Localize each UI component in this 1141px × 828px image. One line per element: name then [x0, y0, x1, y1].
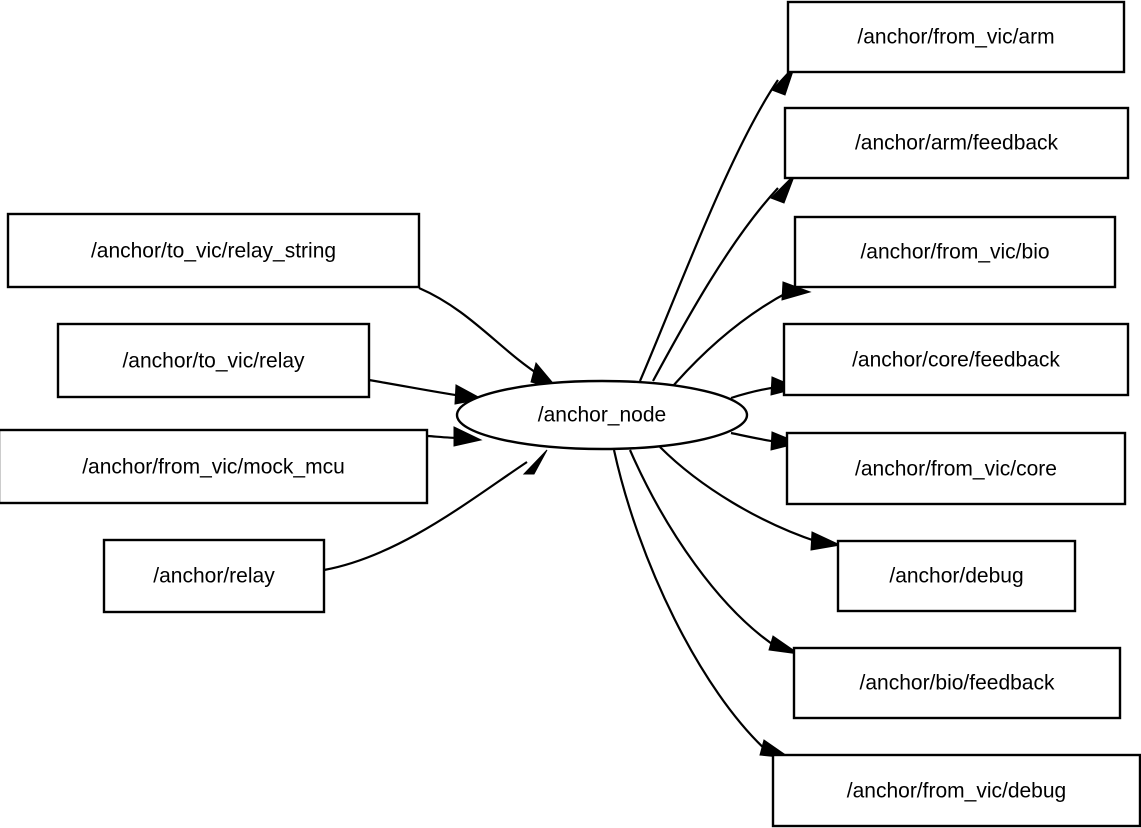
edge-path [652, 187, 779, 382]
node-box-shape [0, 428, 429, 505]
node-label: /anchor/relay [153, 565, 275, 588]
subscriber-node-from-vic-debug[interactable]: /anchor/from_vic/debug [771, 753, 1141, 828]
subscriber-node-core-feedback[interactable]: /anchor/core/feedback [782, 322, 1130, 397]
publisher-node-from-vic-mock-mcu[interactable]: /anchor/from_vic/mock_mcu [0, 428, 429, 505]
arrow-head-icon [770, 431, 801, 451]
edge-path [730, 431, 779, 444]
edge-path [323, 461, 528, 572]
center-node-label: /anchor_node [538, 404, 666, 427]
edge-path [612, 449, 769, 753]
node-box-shape [6, 212, 421, 289]
node-label: /anchor/from_vic/arm [857, 26, 1054, 49]
node-label: /anchor/from_vic/core [855, 458, 1057, 481]
edge-to-vic-relay-string-to-anchor-node [418, 286, 559, 389]
publisher-node-anchor-relay[interactable]: /anchor/relay [102, 538, 326, 614]
node-box-shape [56, 322, 371, 399]
node-box-shape [771, 753, 1141, 828]
node-box-shape [786, 0, 1126, 74]
subscriber-node-anchor-debug[interactable]: /anchor/debug [836, 539, 1077, 613]
node-box-shape [783, 106, 1130, 180]
arrow-head-icon [768, 635, 800, 655]
node-label: /anchor/from_vic/mock_mcu [82, 456, 345, 479]
edge-path [628, 449, 779, 649]
node-box-shape [792, 646, 1122, 720]
edge-anchor-node-to-from-vic-debug [612, 449, 792, 759]
edge-anchor-node-to-bio-feedback [628, 449, 800, 655]
node-box-shape [836, 539, 1077, 613]
node-box-shape [793, 215, 1117, 289]
arrow-head-icon [770, 173, 796, 204]
edge-anchor-node-to-from-vic-core [730, 431, 801, 451]
node-label: /anchor/debug [889, 565, 1023, 588]
node-label: /anchor/to_vic/relay [122, 350, 305, 373]
edge-path [659, 446, 819, 544]
center-node-anchor-node[interactable]: /anchor_node [455, 379, 749, 451]
arrow-head-icon [522, 449, 548, 475]
node-box-shape [782, 322, 1130, 397]
subscriber-node-arm-feedback[interactable]: /anchor/arm/feedback [783, 106, 1130, 180]
edge-anchor-node-to-anchor-debug [659, 446, 842, 551]
node-label: /anchor/from_vic/debug [847, 780, 1066, 803]
edge-from-vic-mock-mcu-to-anchor-node [427, 426, 483, 447]
publisher-node-to-vic-relay[interactable]: /anchor/to_vic/relay [56, 322, 371, 399]
subscriber-node-from-vic-core[interactable]: /anchor/from_vic/core [785, 431, 1127, 506]
subscriber-node-bio-feedback[interactable]: /anchor/bio/feedback [792, 646, 1122, 720]
subscriber-node-from-vic-bio[interactable]: /anchor/from_vic/bio [793, 215, 1117, 289]
node-label: /anchor/to_vic/relay_string [91, 240, 336, 263]
node-label: /anchor/bio/feedback [860, 672, 1055, 695]
edge-anchor-node-to-arm-feedback [652, 173, 796, 382]
edge-path [368, 378, 463, 398]
node-label: /anchor/core/feedback [852, 349, 1060, 372]
edge-path [672, 290, 791, 387]
node-box-shape [785, 431, 1127, 506]
node-ellipse-shape [455, 379, 749, 451]
node-label: /anchor/from_vic/bio [860, 241, 1049, 264]
edge-anchor-node-to-from-vic-arm [638, 64, 796, 382]
edge-group-outgoing [612, 64, 842, 759]
edge-to-vic-relay-to-anchor-node [368, 378, 484, 405]
edge-anchor-relay-to-anchor-node [323, 449, 548, 572]
edge-path [418, 286, 542, 377]
node-box-shape [102, 538, 326, 614]
edge-path [638, 79, 779, 382]
arrow-head-icon [810, 531, 842, 551]
subscriber-node-from-vic-arm[interactable]: /anchor/from_vic/arm [786, 0, 1126, 74]
arrow-head-icon [453, 426, 483, 447]
node-label: /anchor/arm/feedback [855, 132, 1059, 155]
publisher-node-to-vic-relay-string[interactable]: /anchor/to_vic/relay_string [6, 212, 421, 289]
